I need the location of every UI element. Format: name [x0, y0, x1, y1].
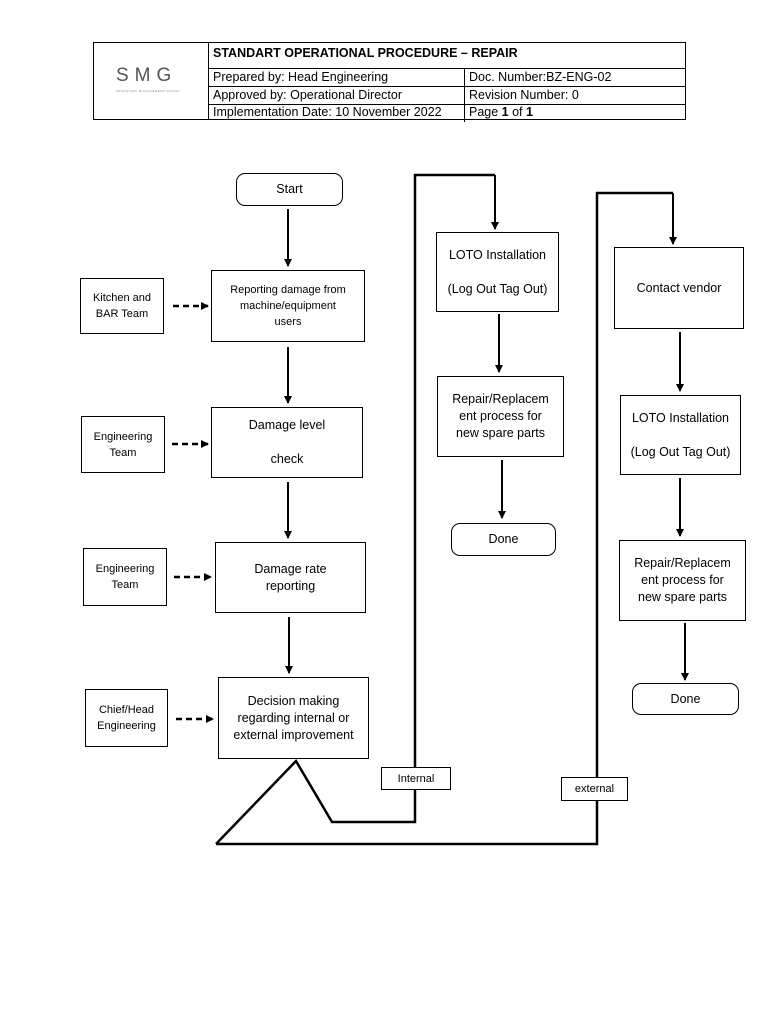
document-header-table: SMG SENANTARI MANAGEMENT GROUP STANDART …: [93, 42, 686, 122]
internal-label: Internal: [381, 767, 451, 790]
role-engineering-team-2: Engineering Team: [83, 548, 167, 606]
decision-making-step: Decision making regarding internal or ex…: [218, 677, 369, 759]
approved-by: Approved by: Operational Director: [213, 88, 402, 102]
revision-number: Revision Number: 0: [469, 88, 579, 102]
external-done: Done: [632, 683, 739, 715]
role-engineering-team-1: Engineering Team: [81, 416, 165, 473]
header-title-row: STANDART OPERATIONAL PROCEDURE – REPAIR: [209, 43, 685, 69]
internal-done: Done: [451, 523, 556, 556]
header-row-implementation: Implementation Date: 10 November 2022 Pa…: [209, 104, 685, 122]
implementation-date: Implementation Date: 10 November 2022: [213, 105, 442, 119]
external-path: [216, 191, 673, 846]
reporting-damage-step: Reporting damage from machine/equipment …: [211, 270, 365, 342]
internal-path: [215, 173, 495, 845]
company-logo: SMG SENANTARI MANAGEMENT GROUP: [94, 43, 209, 119]
damage-level-check-step: Damage level check: [211, 407, 363, 478]
start-node: Start: [236, 173, 343, 206]
external-repair-replacement: Repair/Replacem ent process for new spar…: [619, 540, 746, 621]
logo-subtitle: SENANTARI MANAGEMENT GROUP: [116, 89, 181, 93]
damage-rate-reporting-step: Damage rate reporting: [215, 542, 366, 613]
external-loto-installation: LOTO Installation (Log Out Tag Out): [620, 395, 741, 475]
contact-vendor-step: Contact vendor: [614, 247, 744, 329]
external-label: external: [561, 777, 628, 801]
header-row-approved: Approved by: Operational Director Revisi…: [209, 87, 685, 105]
role-chief-head-engineering: Chief/Head Engineering: [85, 689, 168, 747]
document-title: STANDART OPERATIONAL PROCEDURE – REPAIR: [213, 46, 518, 60]
header-row-prepared: Prepared by: Head Engineering Doc. Numbe…: [209, 69, 685, 87]
logo-text: SMG: [116, 65, 178, 86]
role-kitchen-bar-team: Kitchen and BAR Team: [80, 278, 164, 334]
internal-repair-replacement: Repair/Replacem ent process for new spar…: [437, 376, 564, 457]
page-number: Page 1 of 1: [469, 105, 533, 119]
internal-loto-installation: LOTO Installation (Log Out Tag Out): [436, 232, 559, 312]
doc-number: Doc. Number:BZ-ENG-02: [469, 70, 612, 84]
prepared-by: Prepared by: Head Engineering: [213, 70, 389, 84]
